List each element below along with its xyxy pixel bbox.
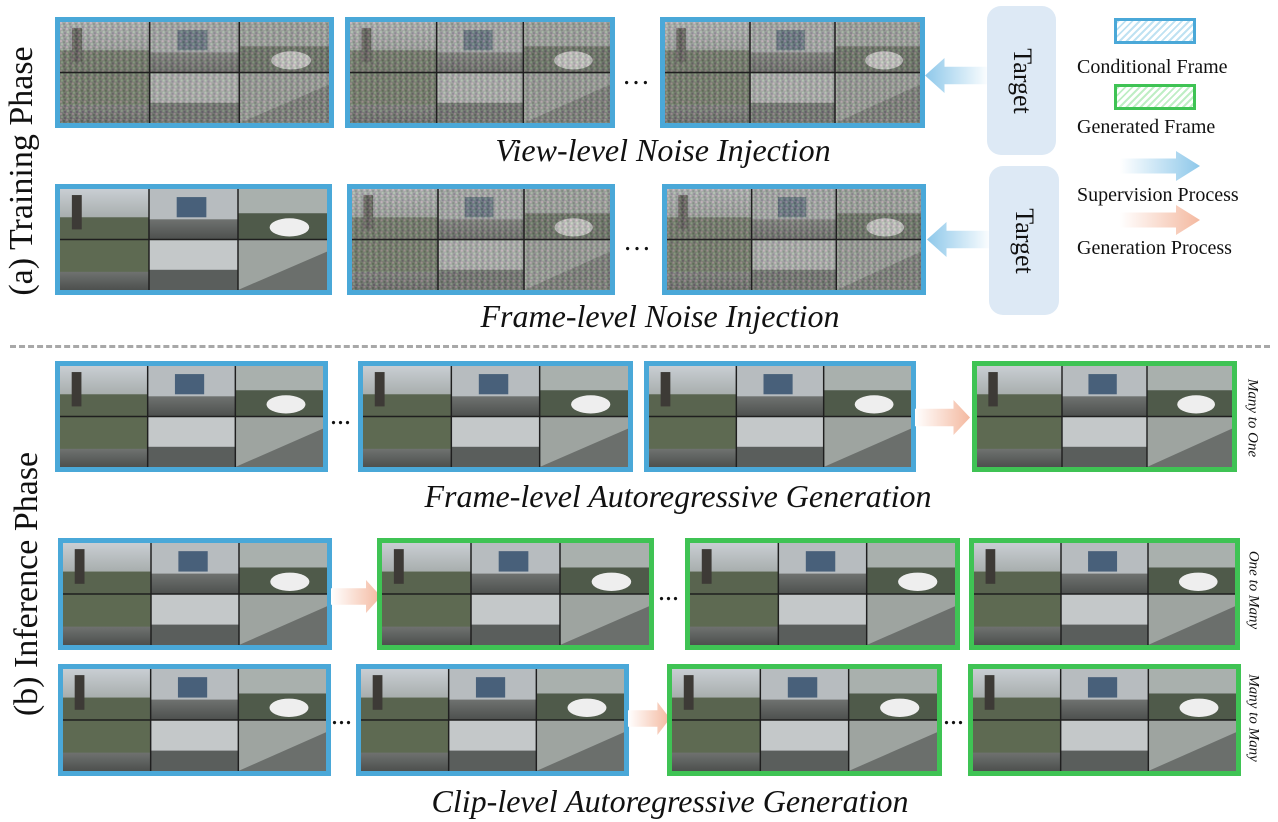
legend-generated-label: Generated Frame — [1077, 116, 1216, 138]
ellipsis: ... — [658, 576, 679, 607]
frame-level-ar-caption: Frame-level Autoregressive Generation — [424, 478, 932, 514]
legend-generation-arrow — [1120, 205, 1200, 235]
conditional-frame — [345, 17, 615, 128]
conditional-frame — [347, 184, 615, 295]
conditional-frame — [55, 17, 334, 128]
conditional-frame — [358, 361, 633, 472]
many-to-one-label: Many to One — [1244, 378, 1261, 458]
generated-frame — [685, 538, 960, 650]
generation-arrow — [628, 702, 670, 735]
generated-frame — [969, 538, 1240, 650]
target-label: Target — [1010, 207, 1039, 274]
generated-frame — [667, 664, 942, 776]
target-box: Target — [987, 6, 1056, 155]
clip-level-ar-caption: Clip-level Autoregressive Generation — [431, 783, 909, 819]
ellipsis: ... — [330, 400, 351, 431]
ellipsis: ... — [331, 700, 352, 731]
frame-level-caption: Frame-level Noise Injection — [480, 298, 840, 334]
supervision-arrow — [927, 222, 992, 257]
conditional-frame — [55, 184, 332, 295]
supervision-arrow — [925, 58, 990, 93]
phase-divider — [10, 345, 1270, 348]
conditional-frame — [644, 361, 916, 472]
many-to-many-label: Many to Many — [1245, 674, 1262, 762]
conditional-frame — [660, 17, 925, 128]
one-to-many-label: One to Many — [1245, 550, 1262, 630]
legend-supervision-arrow — [1120, 151, 1200, 181]
legend-generated-swatch — [1114, 84, 1196, 110]
generated-frame — [377, 538, 654, 650]
generated-frame — [968, 664, 1241, 776]
conditional-frame — [58, 538, 332, 650]
ellipsis: … — [623, 226, 651, 257]
generation-arrow — [915, 400, 970, 435]
ellipsis: ... — [943, 700, 964, 731]
legend-supervision-label: Supervision Process — [1077, 184, 1239, 206]
conditional-frame — [58, 664, 331, 776]
training-phase-label: (a) Training Phase — [3, 46, 40, 296]
target-label: Target — [1007, 47, 1037, 114]
legend-generation-label: Generation Process — [1077, 237, 1232, 259]
conditional-frame — [662, 184, 926, 295]
conditional-frame — [356, 664, 629, 776]
conditional-frame — [55, 361, 328, 472]
target-box: Target — [989, 166, 1059, 315]
generated-frame — [972, 361, 1237, 472]
legend-conditional-swatch — [1114, 18, 1196, 44]
inference-phase-label: (b) Inference Phase — [8, 451, 45, 717]
generation-arrow — [331, 580, 381, 613]
legend-conditional-label: Conditional Frame — [1077, 56, 1228, 78]
ellipsis: … — [622, 60, 650, 91]
view-level-caption: View-level Noise Injection — [495, 132, 831, 168]
